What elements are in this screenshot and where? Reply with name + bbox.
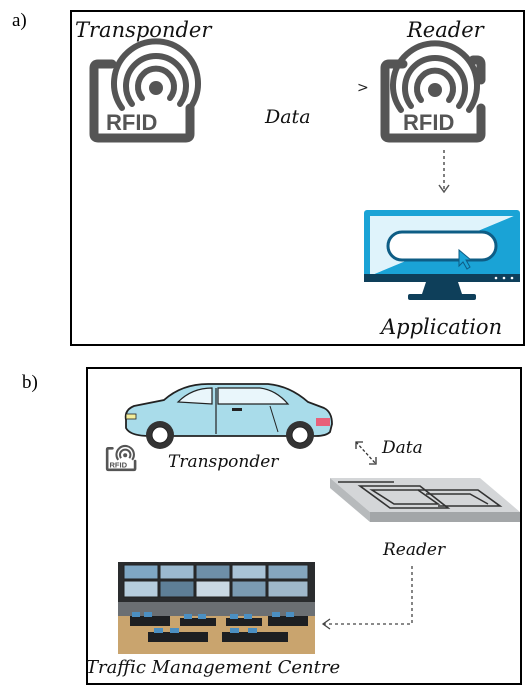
dashed-arrow-down	[438, 150, 450, 194]
reader-label-b: Reader	[383, 540, 446, 560]
rfid-tag-icon: RFID	[105, 444, 137, 472]
dashed-arrow-to-centre	[321, 566, 413, 630]
rfid-text: RFID	[109, 460, 127, 469]
rfid-text: RFID	[403, 110, 454, 135]
data-label-a: Data	[265, 106, 311, 128]
road-loop-reader-icon	[330, 478, 520, 522]
dashed-arrow-diagonal	[355, 441, 377, 465]
panel-a-frame	[70, 10, 525, 346]
application-monitor-icon	[364, 210, 520, 300]
panel-a-label: a)	[12, 10, 27, 31]
car-icon	[124, 383, 333, 449]
centre-label: Traffic Management Centre	[86, 657, 341, 678]
data-label-b: Data	[382, 438, 423, 458]
rfid-reader-icon: RFID	[380, 40, 486, 143]
arrow-glyph: >	[357, 80, 369, 96]
panel-b-frame	[86, 367, 522, 685]
application-label: Application	[381, 315, 503, 339]
transponder-label-a: Transponder	[75, 18, 212, 42]
traffic-management-centre-image	[118, 562, 315, 654]
rfid-transponder-icon: RFID	[89, 38, 201, 143]
reader-label-a: Reader	[407, 18, 484, 42]
panel-b-label: b)	[22, 372, 38, 393]
rfid-text: RFID	[106, 110, 157, 135]
transponder-label-b: Transponder	[168, 452, 279, 472]
